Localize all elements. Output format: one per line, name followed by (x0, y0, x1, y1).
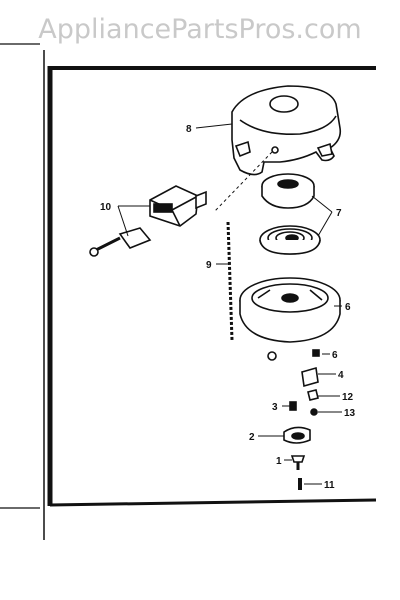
watermark-text: AppliancePartsPros.com (38, 14, 362, 45)
starter-handle-part (89, 185, 207, 257)
screw-part (290, 455, 306, 463)
callout-1: 1 (276, 456, 282, 467)
callout-4: 4 (338, 370, 344, 381)
pawl-spring-part (307, 389, 319, 401)
callout-leaders (117, 123, 342, 485)
starter-rope-part (226, 221, 234, 341)
callout-13: 13 (344, 408, 356, 419)
callout-8: 8 (186, 124, 192, 135)
small-parts (283, 349, 320, 490)
diagram-frame (0, 43, 377, 540)
callout-6-screw: 6 (332, 350, 338, 361)
spring-cover-part (261, 173, 315, 209)
pawl-part (301, 366, 319, 388)
washer-part (289, 401, 297, 411)
callout-12: 12 (342, 392, 354, 403)
brake-spring-part (310, 408, 318, 416)
starter-pulley-part (239, 277, 341, 361)
callout-10: 10 (100, 202, 112, 213)
callout-7: 7 (336, 208, 342, 219)
callout-3: 3 (272, 402, 278, 413)
retainer-screw-part (312, 349, 320, 357)
starter-housing-part (231, 85, 342, 176)
callout-6-pulley: 6 (345, 302, 351, 313)
callout-11: 11 (324, 480, 335, 491)
callout-2: 2 (249, 432, 255, 443)
assembly-line (213, 151, 273, 213)
callout-labels: 8 7 10 9 6 6 4 12 3 13 2 1 11 (100, 124, 356, 491)
recoil-spring-part (259, 225, 321, 255)
callout-9: 9 (206, 260, 212, 271)
